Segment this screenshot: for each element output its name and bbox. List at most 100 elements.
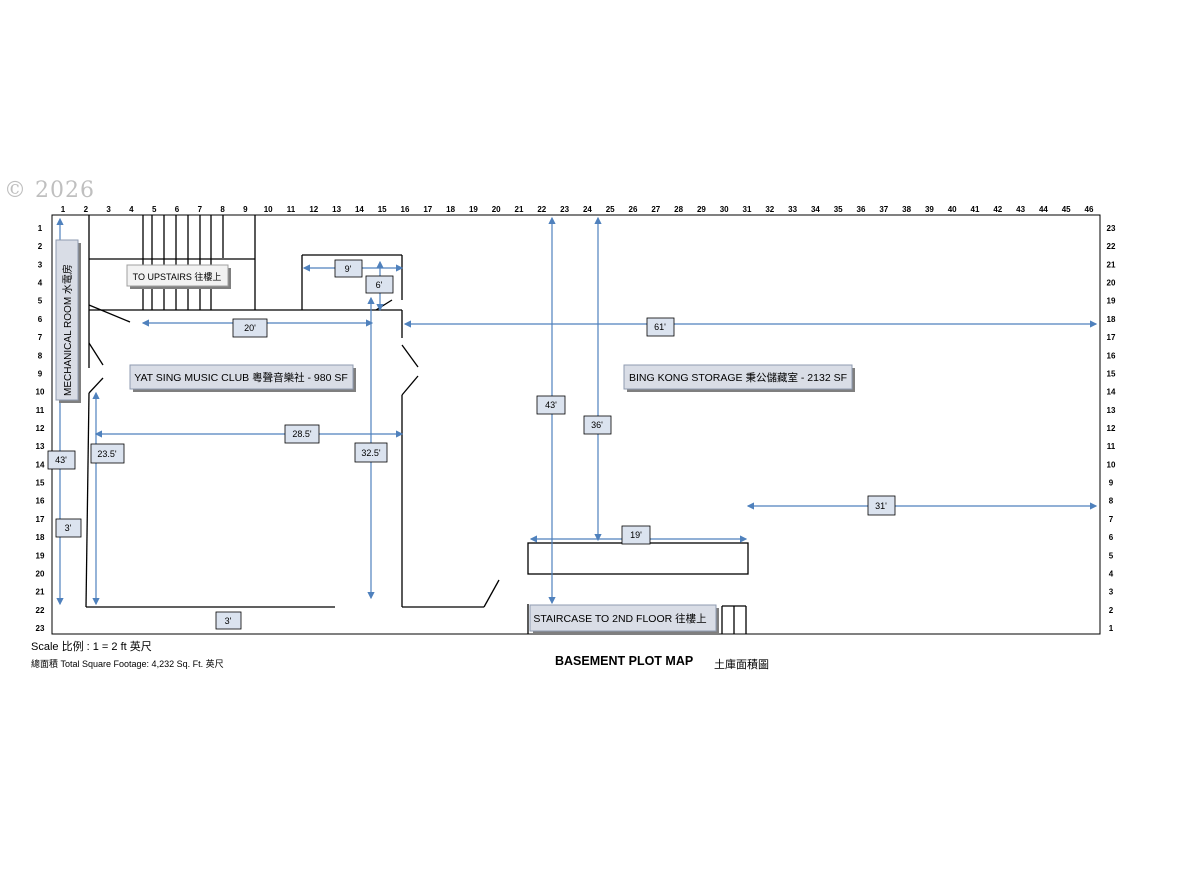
row-label-left-7: 7 [38, 333, 43, 342]
row-label-right-5: 5 [1109, 551, 1114, 560]
row-label-right-23: 23 [1107, 224, 1116, 233]
svg-text:19': 19' [630, 530, 642, 540]
svg-text:36': 36' [591, 420, 603, 430]
column-label-12: 12 [309, 205, 318, 214]
dim-label-31ft: 31' [867, 495, 896, 516]
row-label-right-17: 17 [1107, 333, 1116, 342]
column-label-44: 44 [1039, 205, 1048, 214]
row-label-left-10: 10 [36, 388, 45, 397]
total-footage-note: 總面積 Total Square Footage: 4,232 Sq. Ft. … [31, 659, 224, 669]
svg-text:20': 20' [244, 323, 256, 333]
mechanical-room-label: MECHANICAL ROOM 水電房 [55, 239, 81, 403]
column-label-39: 39 [925, 205, 934, 214]
svg-text:6': 6' [376, 280, 383, 290]
staircase-text: STAIRCASE TO 2ND FLOOR 往樓上 [533, 612, 706, 625]
dim-label-28-5ft: 28.5' [284, 424, 320, 444]
to-upstairs-label: TO UPSTAIRS 往樓上 [126, 264, 231, 289]
dim-label-61ft: 61' [646, 317, 675, 337]
row-label-right-1: 1 [1109, 624, 1114, 633]
row-label-right-16: 16 [1107, 351, 1116, 360]
dim-label-36ft: 36' [583, 415, 612, 435]
storage-label: BING KONG STORAGE 秉公儲藏室 - 2132 SF [623, 364, 855, 392]
row-label-left-21: 21 [36, 588, 45, 597]
row-label-right-6: 6 [1109, 533, 1114, 542]
row-label-left-2: 2 [38, 242, 43, 251]
row-label-right-7: 7 [1109, 515, 1114, 524]
row-label-left-18: 18 [36, 533, 45, 542]
column-label-15: 15 [378, 205, 387, 214]
column-label-26: 26 [629, 205, 638, 214]
mechanical-room-text: MECHANICAL ROOM 水電房 [61, 264, 74, 396]
svg-text:3': 3' [225, 616, 232, 626]
row-label-right-15: 15 [1107, 369, 1116, 378]
column-label-38: 38 [902, 205, 911, 214]
row-label-right-11: 11 [1107, 442, 1116, 451]
dim-label-3ft-left: 3' [55, 518, 82, 538]
dim-label-6ft: 6' [365, 275, 394, 294]
column-label-42: 42 [993, 205, 1002, 214]
dim-label-43ft-left: 43' [47, 450, 76, 470]
plan-title: BASEMENT PLOT MAP [555, 654, 694, 668]
row-label-right-10: 10 [1107, 460, 1116, 469]
column-label-2: 2 [84, 205, 89, 214]
music-club-label: YAT SING MUSIC CLUB 粵聲音樂社 - 980 SF [129, 364, 356, 392]
column-label-5: 5 [152, 205, 157, 214]
column-label-41: 41 [971, 205, 980, 214]
dim-label-43ft-mid: 43' [536, 395, 566, 415]
column-label-1: 1 [61, 205, 66, 214]
row-label-left-12: 12 [36, 424, 45, 433]
svg-text:61': 61' [654, 322, 666, 332]
row-label-right-18: 18 [1107, 315, 1116, 324]
storage-text: BING KONG STORAGE 秉公儲藏室 - 2132 SF [629, 371, 847, 384]
dim-label-3ft-bottom: 3' [215, 611, 242, 630]
row-label-left-16: 16 [36, 497, 45, 506]
column-label-10: 10 [264, 205, 273, 214]
row-label-left-11: 11 [36, 406, 45, 415]
row-label-right-4: 4 [1109, 569, 1114, 578]
column-label-24: 24 [583, 205, 592, 214]
row-label-left-5: 5 [38, 297, 43, 306]
column-label-25: 25 [606, 205, 615, 214]
column-label-31: 31 [743, 205, 752, 214]
row-label-right-13: 13 [1107, 406, 1116, 415]
row-label-left-17: 17 [36, 515, 45, 524]
column-label-8: 8 [220, 205, 225, 214]
column-label-35: 35 [834, 205, 843, 214]
column-label-33: 33 [788, 205, 797, 214]
row-label-right-12: 12 [1107, 424, 1116, 433]
column-label-46: 46 [1085, 205, 1094, 214]
staircase-label: STAIRCASE TO 2ND FLOOR 往樓上 [529, 604, 719, 634]
svg-text:23.5': 23.5' [97, 449, 117, 459]
row-label-left-4: 4 [38, 279, 43, 288]
row-label-left-8: 8 [38, 351, 43, 360]
column-label-45: 45 [1062, 205, 1071, 214]
row-label-right-21: 21 [1107, 260, 1116, 269]
svg-text:43': 43' [545, 400, 557, 410]
column-label-3: 3 [106, 205, 111, 214]
row-label-left-19: 19 [36, 551, 45, 560]
row-label-left-20: 20 [36, 569, 45, 578]
column-label-20: 20 [492, 205, 501, 214]
column-label-27: 27 [651, 205, 660, 214]
watermark: © 2026 [4, 178, 95, 203]
column-label-14: 14 [355, 205, 364, 214]
column-label-29: 29 [697, 205, 706, 214]
svg-text:31': 31' [875, 501, 887, 511]
column-label-43: 43 [1016, 205, 1025, 214]
svg-text:9': 9' [345, 264, 352, 274]
column-label-23: 23 [560, 205, 569, 214]
column-label-32: 32 [765, 205, 774, 214]
column-label-7: 7 [198, 205, 203, 214]
dim-label-20ft: 20' [232, 318, 268, 338]
column-label-17: 17 [423, 205, 432, 214]
row-label-left-6: 6 [38, 315, 43, 324]
column-label-6: 6 [175, 205, 180, 214]
svg-text:28.5': 28.5' [292, 429, 312, 439]
row-label-right-2: 2 [1109, 606, 1114, 615]
dimension-labels: 9' 6' 20' 61' 28.5' 43' 23.5' 32.5' 3' 3… [47, 259, 896, 630]
column-label-28: 28 [674, 205, 683, 214]
column-label-16: 16 [401, 205, 410, 214]
row-label-left-3: 3 [38, 260, 43, 269]
